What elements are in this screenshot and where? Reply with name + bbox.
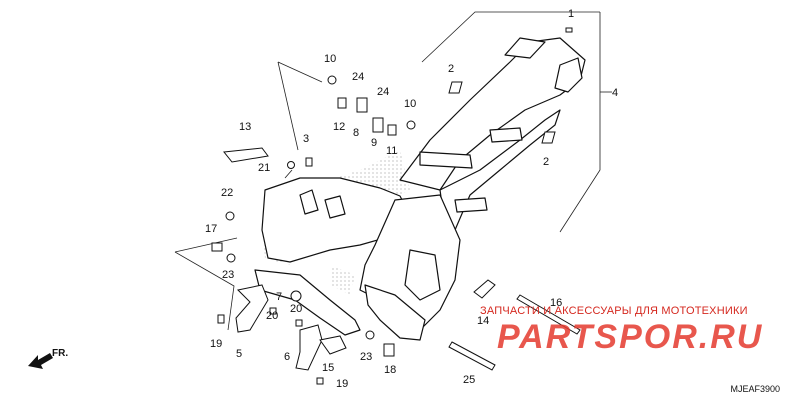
callout-22: 22 [221, 187, 233, 199]
callout-labels: 1 2 2 3 4 5 6 7 8 9 10 10 11 12 13 14 15… [205, 8, 618, 390]
bracket-6 [295, 324, 323, 371]
callout-5: 5 [236, 348, 242, 360]
bracket-15 [319, 335, 347, 355]
callout-23: 23 [222, 269, 234, 281]
callout-8: 8 [353, 127, 359, 139]
watermark-tagline: ЗАПЧАСТИ И АКСЕССУАРЫ ДЛЯ МОТОТЕХНИКИ [480, 305, 748, 317]
callout-10: 10 [324, 53, 336, 65]
callout-15: 15 [322, 362, 334, 374]
bracket-14 [473, 279, 496, 299]
callout-20: 20 [290, 303, 302, 315]
callout-25: 25 [463, 374, 475, 386]
callout-24: 24 [352, 71, 364, 83]
callout-1: 1 [568, 8, 574, 20]
bolt-25 [448, 341, 496, 371]
callout-13: 13 [239, 121, 251, 133]
callout-7: 7 [276, 291, 282, 303]
callout-9: 9 [371, 137, 377, 149]
collar-18 [383, 343, 395, 357]
callout-24: 24 [377, 86, 389, 98]
callout-2: 2 [543, 156, 549, 168]
callout-3: 3 [303, 133, 309, 145]
small-hardware [211, 27, 573, 385]
bracket-13 [223, 147, 269, 163]
bolt-16 [516, 294, 581, 335]
callout-20: 20 [266, 310, 278, 322]
callout-21: 21 [258, 162, 270, 174]
callout-19: 19 [336, 378, 348, 390]
callout-6: 6 [284, 351, 290, 363]
callout-4: 4 [612, 87, 618, 99]
callout-12: 12 [333, 121, 345, 133]
bracket-5 [235, 284, 269, 333]
direction-label: FR. [52, 348, 68, 359]
callout-23: 23 [360, 351, 372, 363]
callout-2: 2 [448, 63, 454, 75]
callout-16: 16 [550, 297, 562, 309]
watermark-logo: PARTSPOR.RU [497, 318, 764, 356]
front-direction-arrow-icon: FR. [28, 348, 68, 369]
callout-17: 17 [205, 223, 217, 235]
grouping-lines [174, 11, 612, 331]
main-frame [254, 37, 586, 341]
diagram-code: MJEAF3900 [730, 384, 780, 394]
callout-11: 11 [386, 145, 397, 157]
callout-14: 14 [477, 315, 489, 327]
callout-10: 10 [404, 98, 416, 110]
callout-19: 19 [210, 338, 222, 350]
callout-18: 18 [384, 364, 396, 376]
